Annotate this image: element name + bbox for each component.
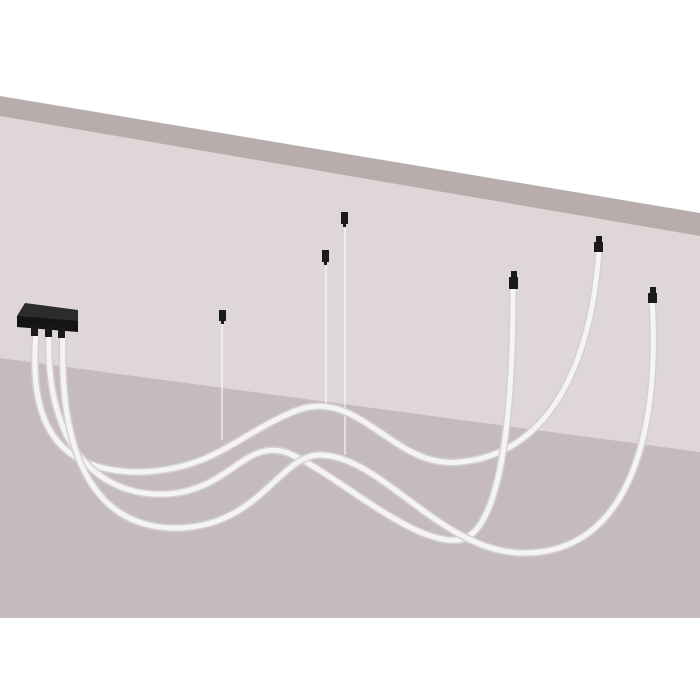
ceiling-canopy: [17, 303, 78, 338]
suspension-clip: [219, 310, 226, 324]
suspension-clips: [219, 212, 657, 324]
tube-c: [58, 296, 658, 558]
canopy-connector: [45, 326, 52, 337]
tube-end-cap: [648, 287, 657, 303]
canopy-connector: [31, 325, 38, 336]
suspension-wires: [221, 225, 346, 455]
tube-end-cap: [509, 271, 518, 289]
suspension-clip: [341, 212, 348, 227]
suspension-clip: [322, 250, 329, 265]
canopy-connector: [58, 327, 65, 338]
light-tubes: [30, 246, 658, 558]
tube-end-cap: [594, 236, 603, 252]
tube-b: [44, 286, 517, 545]
